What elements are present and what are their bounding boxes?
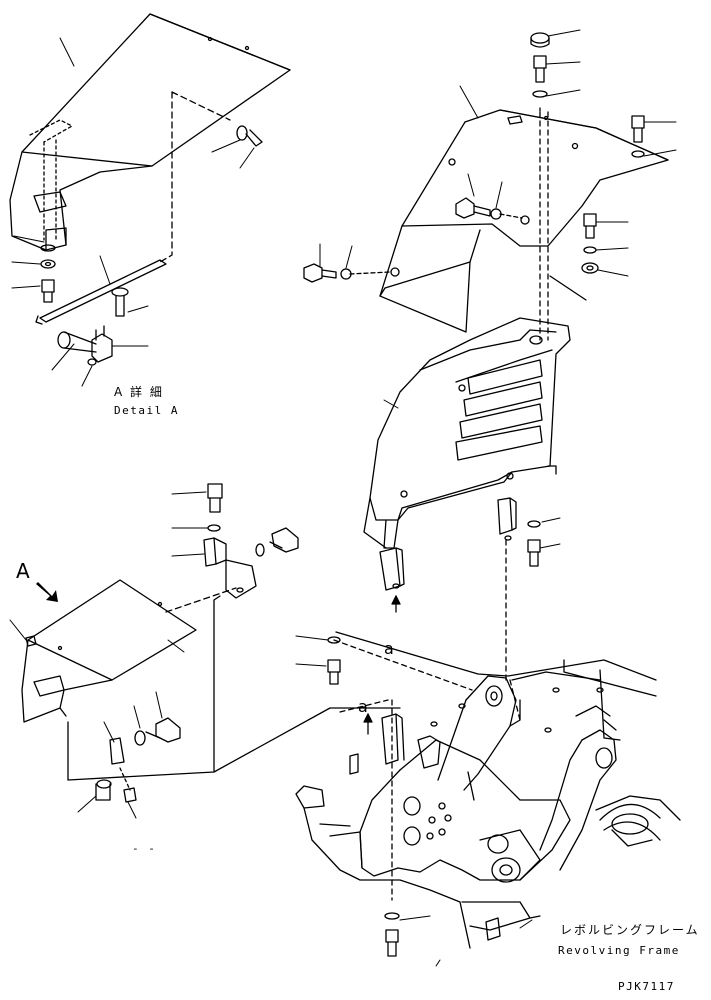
detail-a-en-label: Detail A <box>114 404 179 417</box>
frame-hardware <box>327 636 400 957</box>
revolving-frame <box>295 631 681 949</box>
mid-dashed-link <box>165 587 237 613</box>
upper-cover-leaders <box>319 29 677 277</box>
guard-brackets <box>379 497 541 681</box>
louvered-guard <box>363 317 571 549</box>
upper-cover-plate <box>379 109 669 333</box>
drawing-code: PJK7117 <box>618 980 675 993</box>
mid-left-hardware <box>25 635 181 803</box>
view-arrow-icon <box>36 582 58 602</box>
mid-bracket-hardware <box>203 483 299 599</box>
frame-en-label: Revolving Frame <box>558 944 680 957</box>
frame-leaders <box>295 635 533 967</box>
frame-jp-label: レボルビングフレーム <box>560 923 700 937</box>
view-marker-label: A <box>16 559 30 583</box>
detail-a-cover <box>9 13 291 263</box>
arrow-label-a-lower: a <box>358 697 368 716</box>
arrow-label-a-upper: a <box>384 639 394 658</box>
up-arrow-head <box>391 595 401 605</box>
guard-bracket-leaders <box>539 517 561 549</box>
detail-a-hardware <box>40 125 263 366</box>
frame-dashed-guides <box>333 639 521 901</box>
detail-a-rod <box>35 259 167 325</box>
upper-cover-hardware <box>303 32 645 341</box>
guard-leader <box>383 399 399 409</box>
mid-left-leaders <box>9 619 185 819</box>
detail-a-leaders <box>11 37 255 387</box>
detail-a-jp-label: A 詳 細 <box>114 384 164 399</box>
mid-left-cover <box>21 579 401 781</box>
mid-bracket-leaders <box>171 491 209 557</box>
small-arrow-head <box>363 713 373 723</box>
dash-mark: - - <box>132 842 156 855</box>
